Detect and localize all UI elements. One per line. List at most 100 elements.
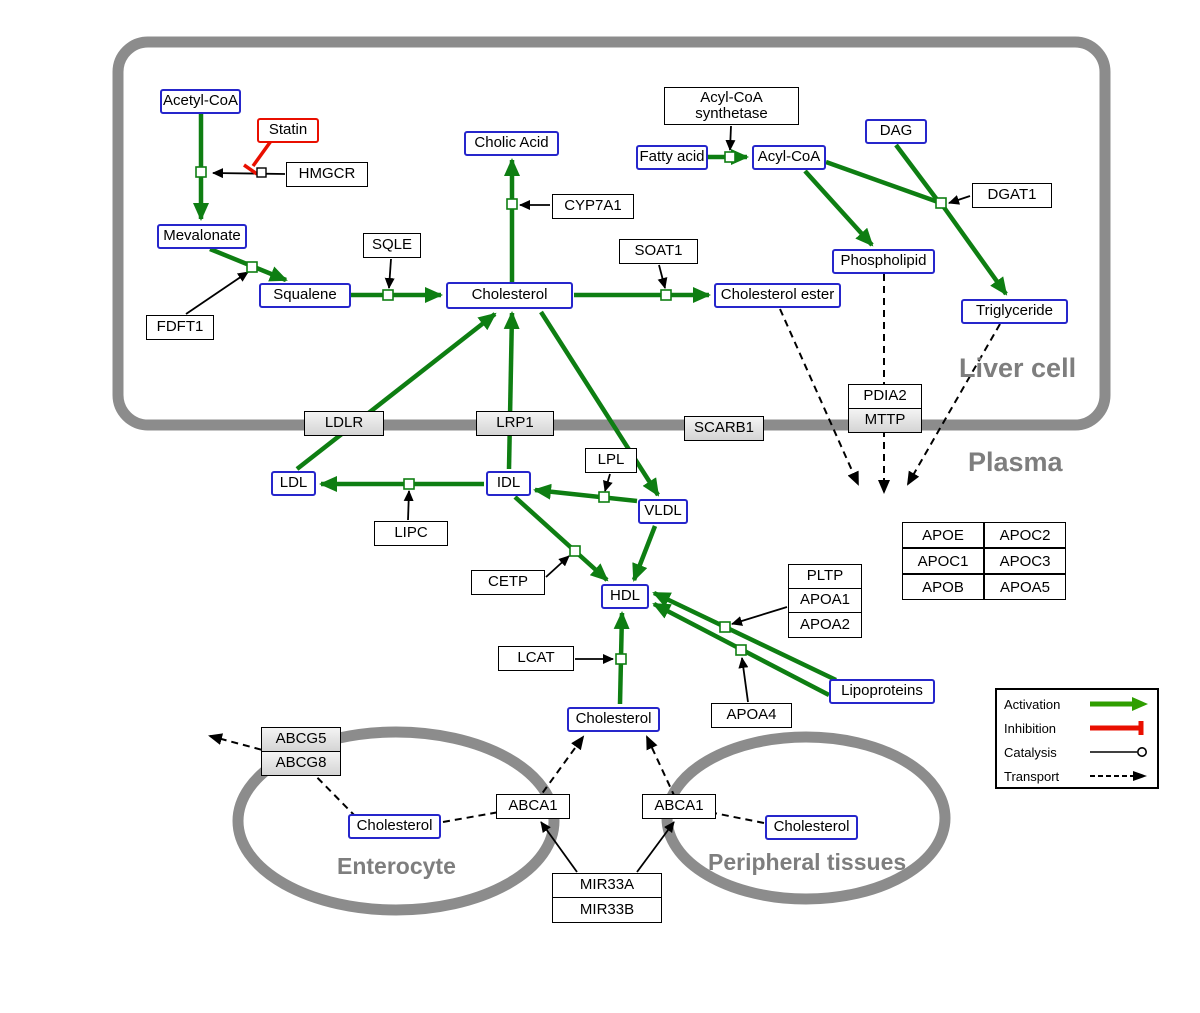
node-abca1-enterocyte[interactable]: ABCA1 — [496, 794, 570, 819]
node-dag[interactable]: DAG — [865, 119, 927, 144]
edge-acylcoa-phospholipid — [803, 169, 874, 247]
node-apoa4[interactable]: APOA4 — [711, 703, 792, 728]
inhibition-edge-statin — [243, 139, 273, 176]
node-hdl[interactable]: HDL — [601, 584, 649, 609]
legend-row-transport: Transport — [997, 764, 1157, 788]
node-cholesterol-plasma[interactable]: Cholesterol — [567, 707, 660, 732]
cat-apoa4 — [738, 657, 749, 703]
liver-cell-label: Liver cell — [959, 353, 1077, 383]
node-cholesterol-enterocyte[interactable]: Cholesterol — [348, 814, 441, 839]
apolipoprotein-table: APOE APOC2 APOC1 APOC3 APOB APOA5 — [902, 522, 1066, 600]
node-cholic-acid[interactable]: Cholic Acid — [464, 131, 559, 156]
edge-cholesterol-ester-secretion — [779, 308, 859, 486]
cat-soat1 — [657, 264, 668, 289]
edge-triglyceride-secretion — [907, 323, 1001, 486]
legend-transport-label: Transport — [1004, 768, 1060, 784]
cat-dgat1 — [948, 195, 971, 205]
edge-acylcoa-dgat-junction — [825, 159, 939, 205]
edge-enterocyte-cholesterol-efflux — [442, 735, 585, 823]
legend-inhibition-label: Inhibition — [1004, 720, 1057, 736]
edge-enterocyte-cholesterol-excretion — [208, 733, 357, 818]
node-cholesterol-liver[interactable]: Cholesterol — [446, 282, 573, 309]
legend: Activation Inhibition Catalysis Transpor… — [995, 688, 1159, 789]
edge-vldl-idl — [533, 483, 638, 504]
node-abcg8[interactable]: ABCG8 — [261, 751, 341, 776]
cat-mir33-abca1-left — [540, 821, 578, 873]
apo-cell[interactable]: APOC3 — [984, 548, 1066, 574]
legend-catalysis-label: Catalysis — [1004, 744, 1057, 760]
edge-idl-cholesterol — [503, 311, 520, 470]
cat-fdft1 — [185, 271, 249, 315]
node-acyl-coa[interactable]: Acyl-CoA — [752, 145, 826, 170]
cat-sqle — [384, 258, 395, 289]
cat-acylcoa-synthetase — [725, 125, 736, 151]
edge-ldl-cholesterol — [295, 312, 497, 471]
reaction-node-squares — [195, 151, 947, 665]
node-mevalonate[interactable]: Mevalonate — [157, 224, 247, 249]
node-sqle[interactable]: SQLE — [363, 233, 421, 258]
node-lcat[interactable]: LCAT — [498, 646, 574, 671]
node-mttp[interactable]: MTTP — [848, 408, 922, 433]
node-lipoproteins[interactable]: Lipoproteins — [829, 679, 935, 704]
catalysis-circle-icon — [1090, 747, 1147, 757]
legend-activation-label: Activation — [1004, 696, 1061, 712]
liver-cell-membrane — [112, 36, 1111, 431]
node-cetp[interactable]: CETP — [471, 570, 545, 595]
activation-edges — [193, 114, 1008, 705]
node-acyl-coa-synthetase[interactable]: Acyl-CoA synthetase — [664, 87, 799, 125]
node-fatty-acid[interactable]: Fatty acid — [636, 145, 708, 170]
cat-mir33-abca1-right — [636, 821, 675, 873]
node-lpl[interactable]: LPL — [585, 448, 637, 473]
edge-lipoproteins-hdl-upper — [652, 590, 837, 683]
cat-cetp — [545, 555, 570, 578]
node-ldl[interactable]: LDL — [271, 471, 316, 496]
node-hmgcr[interactable]: HMGCR — [286, 162, 368, 187]
edge-vldl-hdl — [631, 525, 658, 582]
catalysis-edges — [185, 125, 971, 873]
node-dgat1[interactable]: DGAT1 — [972, 183, 1052, 208]
node-scarb1[interactable]: SCARB1 — [684, 416, 764, 441]
node-idl[interactable]: IDL — [486, 471, 531, 496]
node-triglyceride[interactable]: Triglyceride — [961, 299, 1068, 324]
node-pltp[interactable]: PLTP — [788, 564, 862, 589]
node-lrp1[interactable]: LRP1 — [476, 411, 554, 436]
edge-idl-hdl — [513, 495, 609, 582]
node-soat1[interactable]: SOAT1 — [619, 239, 698, 264]
node-apoa1[interactable]: APOA1 — [788, 588, 862, 613]
node-apoa2[interactable]: APOA2 — [788, 612, 862, 638]
node-abca1-peripheral[interactable]: ABCA1 — [642, 794, 716, 819]
peripheral-tissues-label: Peripheral tissues — [708, 849, 907, 875]
enterocyte-label: Enterocyte — [337, 853, 456, 879]
legend-row-activation: Activation — [997, 692, 1157, 716]
node-pdia2[interactable]: PDIA2 — [848, 384, 922, 409]
apo-cell[interactable]: APOB — [902, 574, 984, 600]
transport-edges — [208, 274, 1001, 824]
apo-cell[interactable]: APOE — [902, 522, 984, 548]
enterocyte-membrane — [232, 726, 560, 916]
apo-cell[interactable]: APOC2 — [984, 522, 1066, 548]
transport-dashed-arrow-icon — [1090, 771, 1147, 781]
node-abcg5[interactable]: ABCG5 — [261, 727, 341, 752]
node-lipc[interactable]: LIPC — [374, 521, 448, 546]
edge-cholesterol-vldl — [539, 310, 660, 497]
edge-dag-dgat-junction — [894, 143, 940, 203]
apo-cell[interactable]: APOC1 — [902, 548, 984, 574]
node-mir33a[interactable]: MIR33A — [552, 873, 662, 898]
cat-hmgcr — [212, 168, 286, 179]
node-ldlr[interactable]: LDLR — [304, 411, 384, 436]
node-vldl[interactable]: VLDL — [638, 499, 688, 524]
node-cholesterol-peripheral[interactable]: Cholesterol — [765, 815, 858, 840]
legend-row-inhibition: Inhibition — [997, 716, 1157, 740]
apo-cell[interactable]: APOA5 — [984, 574, 1066, 600]
node-fdft1[interactable]: FDFT1 — [146, 315, 214, 340]
node-mir33b[interactable]: MIR33B — [552, 897, 662, 923]
node-statin[interactable]: Statin — [257, 118, 319, 143]
legend-row-catalysis: Catalysis — [997, 740, 1157, 764]
node-acetyl-coa[interactable]: Acetyl-CoA — [160, 89, 241, 114]
node-squalene[interactable]: Squalene — [259, 283, 351, 308]
node-cholesterol-ester[interactable]: Cholesterol ester — [714, 283, 841, 308]
node-phospholipid[interactable]: Phospholipid — [832, 249, 935, 274]
node-cyp7a1[interactable]: CYP7A1 — [552, 194, 634, 219]
